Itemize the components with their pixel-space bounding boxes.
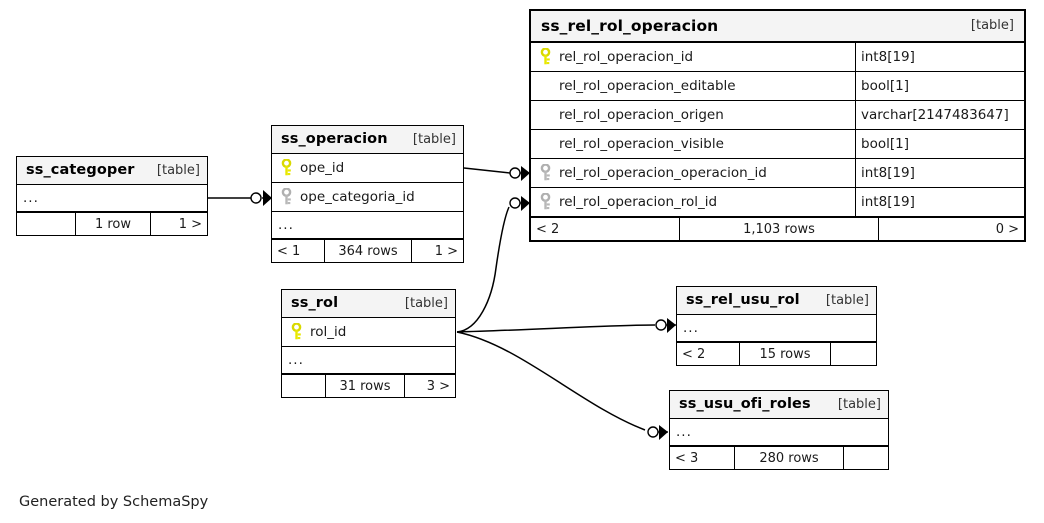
table-type-label: [table] [970, 18, 1014, 33]
column-name: rel_rol_operacion_operacion_id [559, 165, 767, 181]
column-row[interactable]: rol_id [282, 318, 455, 347]
column-name-cell: rel_rol_operacion_rol_id [531, 193, 855, 211]
table-ss-rol[interactable]: ss_rol [table] rol_id ... 31 rows 3 > [281, 289, 456, 398]
foreign-key-icon [280, 188, 293, 206]
column-row[interactable]: rel_rol_operacion_operacion_id int8[19] [531, 159, 1024, 188]
column-row[interactable]: ope_id [272, 154, 463, 183]
column-type: int8[19] [855, 43, 1024, 71]
table-header: ss_rol [table] [282, 290, 455, 318]
column-name-cell: rel_rol_operacion_visible [531, 136, 855, 152]
column-name: rol_id [310, 324, 347, 340]
footer-parents: < 2 [682, 346, 706, 362]
columns-ellipsis: ... [282, 347, 455, 374]
table-footer: < 2 1,103 rows 0 > [531, 217, 1024, 240]
table-name: ss_categoper [26, 162, 135, 178]
table-ss-operacion[interactable]: ss_operacion [table] ope_id ope_categori… [271, 125, 464, 263]
table-type-label: [table] [156, 162, 200, 178]
foreign-key-icon [539, 193, 552, 211]
footer-rowcount: 31 rows [325, 375, 405, 397]
table-type-label: [table] [825, 292, 869, 308]
table-name: ss_rel_rol_operacion [541, 16, 719, 35]
edge-categoper-to-operacion [208, 190, 272, 206]
footer-children: 3 > [426, 378, 450, 394]
edge-rol-to-relusurol [456, 318, 676, 333]
footer-parents [17, 213, 75, 235]
columns-ellipsis: ... [677, 315, 876, 342]
table-name: ss_usu_ofi_roles [679, 396, 811, 412]
column-name-cell: rel_rol_operacion_editable [531, 78, 855, 94]
columns-ellipsis: ... [670, 419, 888, 446]
footer-parents: < 3 [675, 450, 699, 466]
table-ss-usu-ofi-roles[interactable]: ss_usu_ofi_roles [table] ... < 3 280 row… [669, 390, 889, 470]
table-footer: 1 row 1 > [17, 212, 207, 235]
column-name: rel_rol_operacion_rol_id [559, 194, 718, 210]
footer-children: 1 > [178, 216, 202, 232]
primary-key-icon [539, 48, 552, 66]
primary-key-icon [290, 323, 303, 341]
footer-children [844, 447, 888, 469]
table-header: ss_rel_rol_operacion [table] [531, 11, 1024, 43]
footer-rowcount: 1 row [75, 213, 151, 235]
column-type: int8[19] [855, 159, 1024, 187]
table-type-label: [table] [412, 131, 456, 147]
table-header: ss_usu_ofi_roles [table] [670, 391, 888, 419]
column-type: bool[1] [855, 130, 1024, 158]
edge-rol-to-relrolop [456, 196, 530, 333]
table-ss-categoper[interactable]: ss_categoper [table] ... 1 row 1 > [16, 156, 208, 236]
table-name: ss_rel_usu_rol [686, 292, 800, 308]
table-type-label: [table] [404, 295, 448, 311]
column-row[interactable]: rel_rol_operacion_id int8[19] [531, 43, 1024, 72]
column-name-cell: rel_rol_operacion_origen [531, 107, 855, 123]
footer-children: 0 > [995, 221, 1019, 237]
column-name-cell: ope_categoria_id [272, 188, 463, 206]
primary-key-icon [280, 159, 293, 177]
columns-ellipsis: ... [17, 185, 207, 212]
column-name: ope_categoria_id [300, 189, 415, 205]
table-ss-rel-rol-operacion[interactable]: ss_rel_rol_operacion [table] rel_rol_ope… [529, 9, 1026, 242]
column-name-cell: rol_id [282, 323, 455, 341]
column-row[interactable]: rel_rol_operacion_rol_id int8[19] [531, 188, 1024, 217]
table-footer: 31 rows 3 > [282, 374, 455, 397]
footer-parents: < 2 [536, 221, 560, 237]
column-row[interactable]: rel_rol_operacion_visible bool[1] [531, 130, 1024, 159]
column-name: rel_rol_operacion_origen [559, 107, 724, 123]
column-name: rel_rol_operacion_id [559, 49, 694, 65]
table-header: ss_operacion [table] [272, 126, 463, 154]
table-footer: < 1 364 rows 1 > [272, 239, 463, 262]
footer-children: 1 > [434, 243, 458, 259]
footer-parents [282, 375, 325, 397]
foreign-key-icon [539, 164, 552, 182]
column-name-cell: rel_rol_operacion_operacion_id [531, 164, 855, 182]
table-ss-rel-usu-rol[interactable]: ss_rel_usu_rol [table] ... < 2 15 rows [676, 286, 877, 366]
column-name-cell: ope_id [272, 159, 463, 177]
footer-rowcount: 364 rows [324, 240, 412, 262]
column-name-cell: rel_rol_operacion_id [531, 48, 855, 66]
table-name: ss_operacion [281, 131, 388, 147]
table-name: ss_rol [291, 295, 339, 311]
column-row[interactable]: rel_rol_operacion_origen varchar[2147483… [531, 101, 1024, 130]
table-header: ss_categoper [table] [17, 157, 207, 185]
footer-rowcount: 1,103 rows [679, 218, 879, 240]
column-type: varchar[2147483647] [855, 101, 1024, 129]
table-footer: < 2 15 rows [677, 342, 876, 365]
column-name: rel_rol_operacion_visible [559, 136, 724, 152]
column-type: int8[19] [855, 188, 1024, 216]
table-footer: < 3 280 rows [670, 446, 888, 469]
columns-ellipsis: ... [272, 212, 463, 239]
footer-rowcount: 280 rows [734, 447, 844, 469]
footer-parents: < 1 [277, 243, 301, 259]
column-name: ope_id [300, 160, 345, 176]
footer-children [831, 343, 876, 365]
table-type-label: [table] [837, 396, 881, 412]
table-header: ss_rel_usu_rol [table] [677, 287, 876, 315]
edge-operacion-to-relrolop [463, 166, 530, 181]
generated-by-label: Generated by SchemaSpy [19, 494, 209, 510]
column-name: rel_rol_operacion_editable [559, 78, 736, 94]
column-row[interactable]: rel_rol_operacion_editable bool[1] [531, 72, 1024, 101]
footer-rowcount: 15 rows [739, 343, 831, 365]
column-row[interactable]: ope_categoria_id [272, 183, 463, 212]
edge-rol-to-usuofiroles [456, 331, 668, 440]
column-type: bool[1] [855, 72, 1024, 100]
